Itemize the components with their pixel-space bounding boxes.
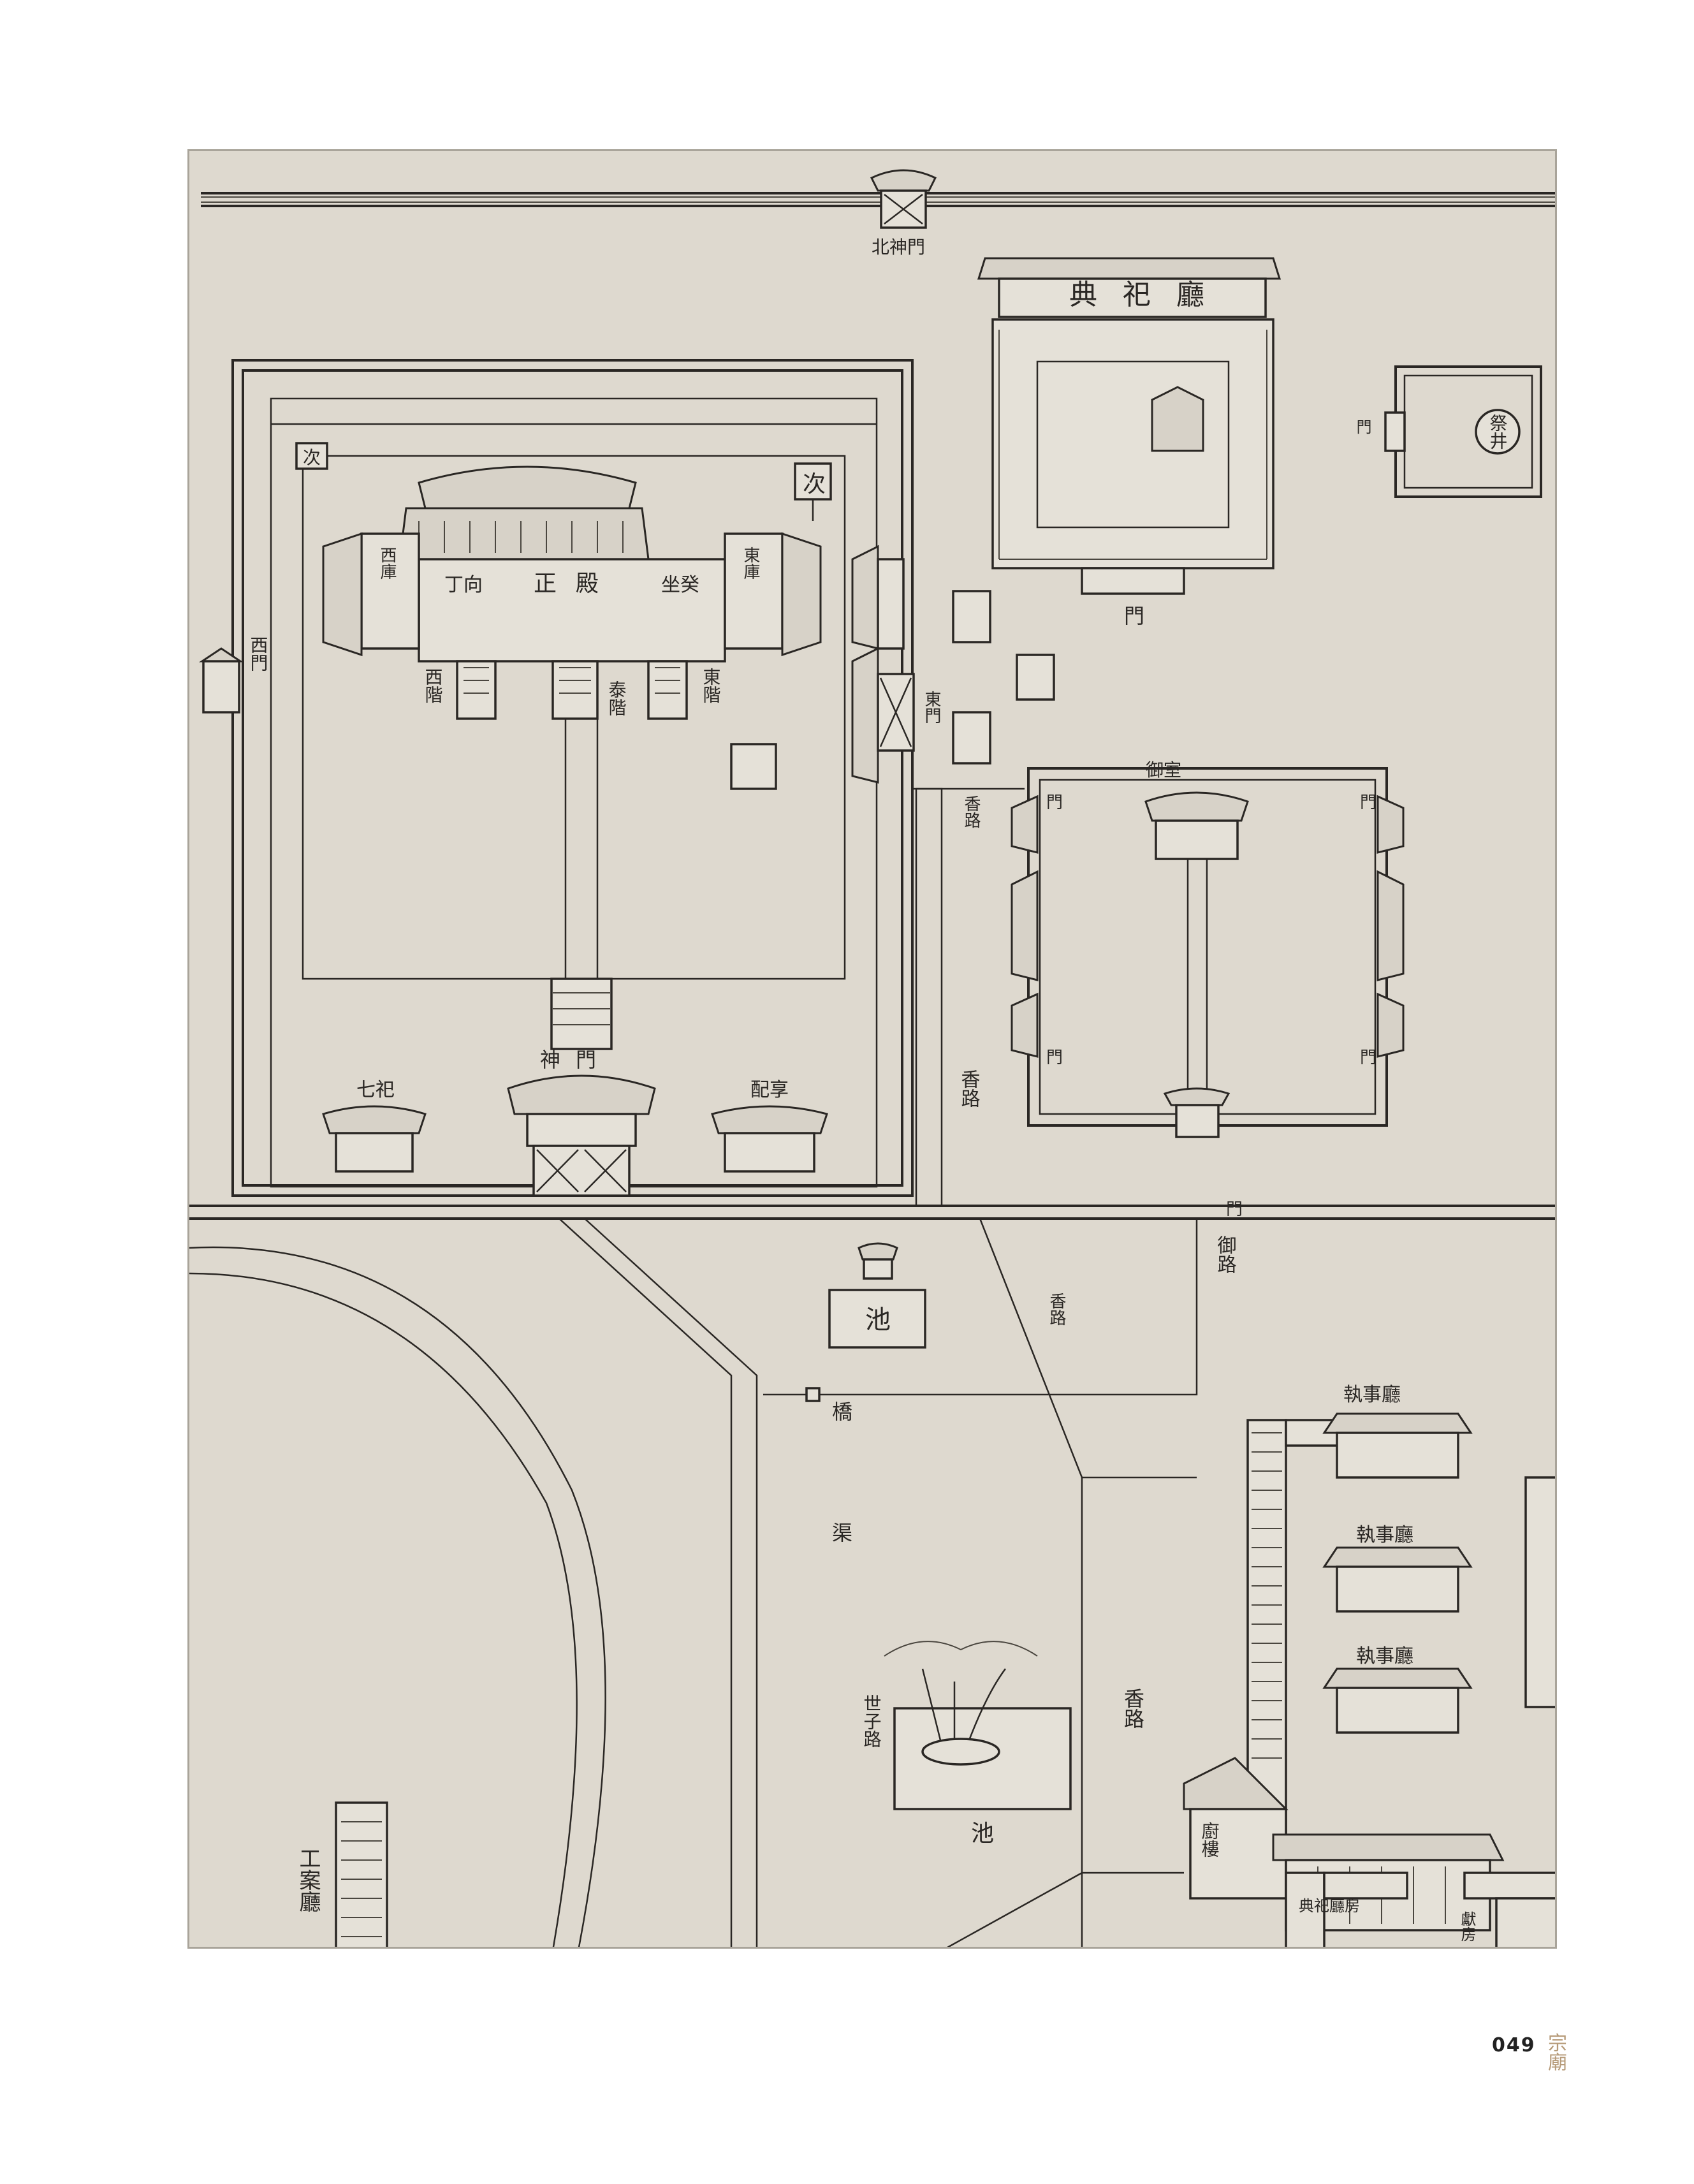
label-dianshi-hall: 典祀廳: [1069, 279, 1230, 311]
label-pond-south: 池: [971, 1821, 994, 1847]
label-east-wing: 東庫: [741, 546, 760, 580]
label-xiang-road-3: 香路: [1121, 1688, 1145, 1729]
dianshi-compound: [977, 257, 1281, 595]
label-zhishi-1: 執事廳: [1343, 1384, 1401, 1406]
label-west-gate: 西門: [248, 636, 269, 671]
central-path: [550, 719, 613, 1050]
main-hall: [322, 465, 822, 720]
label-west-stair: 西階: [423, 668, 444, 703]
label-kitchen-rooms: 典祀廳房: [1299, 1897, 1360, 1915]
label-ci-west: 次: [303, 447, 321, 468]
east-compound: [1011, 767, 1405, 1138]
label-bridge: 橋: [829, 1401, 853, 1421]
labels: 北神門 典祀廳 門 祭井 門 正殿 丁向 坐癸 西階 泰階 東階 西庫 東庫 次…: [248, 237, 1508, 1942]
section-title: 宗廟: [1544, 2033, 1566, 2071]
east-small-boxes: [952, 590, 1055, 765]
roads: [189, 788, 1555, 1947]
bridge: [805, 1387, 821, 1402]
label-yu-shi: 御室: [1146, 759, 1181, 781]
label-gate-3: 門: [1360, 793, 1376, 812]
label-kitchen-building: 廚樓: [1199, 1822, 1220, 1858]
north-wall: [201, 192, 1555, 207]
stream: [189, 1246, 606, 1947]
qisi-shrine: [322, 1105, 427, 1173]
ci-tents: [295, 442, 832, 790]
label-gate-1: 門: [1226, 1200, 1243, 1219]
pond-north: [828, 1242, 926, 1349]
label-yu-road: 御路: [1214, 1235, 1237, 1273]
label-pond-north: 池: [865, 1305, 891, 1335]
label-well: 祭井: [1487, 414, 1508, 450]
shen-gate: [507, 1074, 656, 1197]
east-gate-buildings: [851, 545, 915, 784]
label-dianshi-gate: 門: [1124, 604, 1144, 628]
label-peixiang: 配享: [750, 1079, 789, 1101]
zhishi-range: [1246, 1412, 1555, 1842]
label-well-gate: 門: [1354, 419, 1371, 434]
gongren-hall: [335, 1801, 388, 1947]
label-west-wing: 西庫: [377, 546, 397, 580]
label-seja-road: 世子路: [861, 1694, 882, 1748]
label-zhishi-2: 執事廳: [1356, 1524, 1413, 1546]
map-plate: 北神門 典祀廳 門 祭井 門 正殿 丁向 坐癸 西階 泰階 東階 西庫 東庫 次…: [187, 149, 1557, 1949]
peixiang-hall: [711, 1105, 828, 1173]
label-north-gate: 北神門: [872, 237, 925, 258]
label-sitting-position: 坐癸: [661, 574, 699, 596]
label-shen-gate: 神門: [540, 1048, 611, 1072]
label-offering-room: 獻房: [1458, 1911, 1476, 1942]
label-gongren-hall: 工案廳: [295, 1847, 321, 1912]
label-tae-stair: 泰階: [606, 680, 627, 716]
label-gate-5: 門: [1360, 1048, 1376, 1067]
label-qisi: 七祀: [356, 1079, 395, 1101]
label-ci-east: 次: [803, 471, 826, 497]
pond-south: [884, 1641, 1072, 1810]
label-xiang-road-2: 香路: [961, 795, 981, 828]
page-number: 049: [1492, 2034, 1536, 2056]
kitchen-complex: [1183, 1757, 1505, 1931]
label-main-hall-facing: 丁向: [444, 574, 483, 596]
jongmyo-map: 北神門 典祀廳 門 祭井 門 正殿 丁向 坐癸 西階 泰階 東階 西庫 東庫 次…: [189, 169, 1555, 1947]
label-east-gate: 東門: [922, 691, 941, 724]
label-xiang-road-1: 香路: [958, 1069, 980, 1108]
north-gate: [870, 169, 937, 229]
well-enclosure: [1384, 365, 1542, 498]
label-gate-2: 門: [1046, 793, 1063, 812]
label-east-stair: 東階: [701, 668, 722, 703]
label-main-hall: 正殿: [534, 571, 618, 597]
label-xiang-road-4: 香路: [1047, 1293, 1066, 1326]
lower-right-buildings: [1285, 1872, 1555, 1947]
west-side-gate: [199, 647, 244, 714]
label-canal: 渠: [829, 1522, 853, 1543]
label-zhishi-3: 執事廳: [1356, 1645, 1413, 1667]
label-gate-4: 門: [1046, 1048, 1063, 1067]
